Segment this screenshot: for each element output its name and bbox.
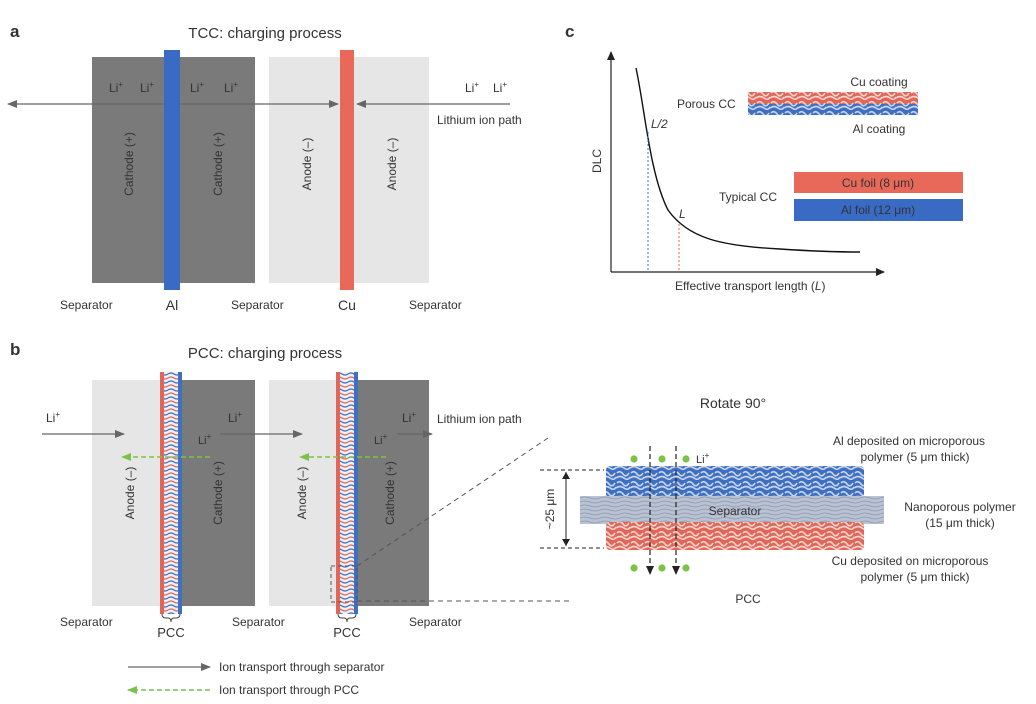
separator-label-b1: Separator: [60, 615, 113, 629]
li-ion-b-green1: Li+: [198, 432, 212, 447]
porous-al-coating: [748, 104, 918, 115]
zoom-box: [330, 565, 358, 603]
cu-current-collector: [340, 50, 354, 290]
nano-label: Nanoporous polymer: [904, 500, 1015, 514]
li-ion-a4: Li+: [224, 80, 238, 95]
nanoporous-polymer-layer: [580, 496, 884, 524]
half-length-label: L/2: [651, 117, 668, 131]
x-axis-label: Effective transport length (L): [675, 279, 826, 293]
dlc-curve: [635, 67, 861, 253]
separator-label-b2: Separator: [232, 615, 285, 629]
panel-c-letter: c: [565, 22, 574, 41]
cu-foil-label: Cu foil (8 μm): [842, 176, 914, 190]
cathode-label-2: Cathode (+): [211, 132, 225, 196]
separator-label-b3: Separator: [409, 615, 462, 629]
separator-inner-label: Separator: [709, 504, 762, 518]
li-ion-a6: Li+: [493, 80, 507, 95]
full-length-label: L: [679, 207, 686, 221]
anode-label-b1: Anode (–): [123, 467, 137, 520]
porous-cu-coating: [748, 92, 918, 104]
pcc-brace-2: [337, 613, 357, 623]
separator-label-a1: Separator: [60, 298, 113, 312]
li-dot-3: [682, 455, 690, 463]
li-ion-a2: Li+: [140, 80, 154, 95]
anode-block-b2: [269, 380, 339, 606]
typical-cc-label: Typical CC: [719, 190, 777, 204]
li-ion-b-green2: Li+: [374, 432, 388, 447]
anode-block-b1: [92, 380, 164, 606]
panel-b-letter: b: [10, 340, 20, 359]
li-dot-5: [658, 564, 666, 572]
cu-coating-label: Cu coating: [850, 75, 907, 89]
y-axis-label: DLC: [590, 149, 604, 173]
pcc-brace-1: [161, 613, 181, 623]
cross-section: Separator: [580, 466, 884, 550]
cu-layer-label-2: polymer (5 μm thick): [861, 570, 970, 584]
legend-solid-label: Ion transport through separator: [219, 660, 384, 674]
nano-label-2: (15 μm thick): [925, 516, 995, 530]
li-dot-1: [630, 455, 638, 463]
li-ion-b1: Li+: [46, 410, 60, 425]
path-label-b: Lithium ion path: [437, 412, 522, 426]
al-coating-label: Al coating: [853, 122, 906, 136]
rotate-label: Rotate 90°: [700, 395, 766, 411]
li-dot-2: [658, 455, 666, 463]
cathode-label-b1: Cathode (+): [211, 461, 225, 525]
cathode-label-1: Cathode (+): [122, 132, 136, 196]
li-ion-a3: Li+: [190, 80, 204, 95]
al-label: Al: [166, 297, 178, 313]
al-layer-label-2: polymer (5 μm thick): [861, 450, 970, 464]
zoom-line-top: [356, 437, 549, 567]
pcc-label-1: PCC: [157, 625, 184, 640]
al-foil-bar: [794, 199, 963, 221]
pcc-layer-1: [160, 372, 182, 614]
anode-label-b2: Anode (–): [295, 467, 309, 520]
li-dot-label: Li+: [696, 451, 710, 466]
panel-b: b PCC: charging process Anode (–) Cathod…: [10, 340, 1016, 697]
cathode-block-b2: [356, 380, 429, 606]
li-ion-a5: Li+: [465, 80, 479, 95]
separator-label-a3: Separator: [409, 298, 462, 312]
panel-c: c DLC Effective transport length (L) L/2…: [565, 22, 963, 293]
cathode-label-b2: Cathode (+): [383, 461, 397, 525]
pcc-bottom-label: PCC: [735, 592, 761, 606]
li-ion-b2: Li+: [228, 410, 242, 425]
al-porous-layer: [606, 466, 864, 498]
anode-label-2: Anode (–): [385, 138, 399, 191]
li-ion-b3: Li+: [402, 410, 416, 425]
al-layer-label: Al deposited on microporous: [833, 434, 985, 448]
separator-label-a2: Separator: [231, 298, 284, 312]
porous-cc-label: Porous CC: [677, 97, 736, 111]
al-foil-label: Al foil (12 μm): [841, 203, 915, 217]
cu-porous-layer: [606, 522, 864, 550]
li-dot-6: [682, 564, 690, 572]
panel-a-letter: a: [10, 22, 20, 41]
anode-label-1: Anode (–): [300, 138, 314, 191]
al-current-collector: [164, 50, 180, 290]
pcc-label-2: PCC: [333, 625, 360, 640]
panel-a-title: TCC: charging process: [188, 25, 341, 42]
panel-b-title: PCC: charging process: [188, 345, 342, 362]
li-dot-4: [630, 564, 638, 572]
li-ion-a1: Li+: [109, 80, 123, 95]
panel-a: a TCC: charging process Cathode (+) Cath…: [7, 22, 522, 313]
cu-label: Cu: [338, 297, 356, 313]
path-label-a: Lithium ion path: [437, 113, 522, 127]
thickness-label: ~25 μm: [543, 489, 557, 530]
cu-layer-label: Cu deposited on microporous: [832, 554, 989, 568]
pcc-layer-2: [336, 372, 358, 614]
cu-foil-bar: [794, 172, 963, 193]
cathode-block-b1: [180, 380, 255, 606]
legend-dashed-label: Ion transport through PCC: [219, 683, 359, 697]
